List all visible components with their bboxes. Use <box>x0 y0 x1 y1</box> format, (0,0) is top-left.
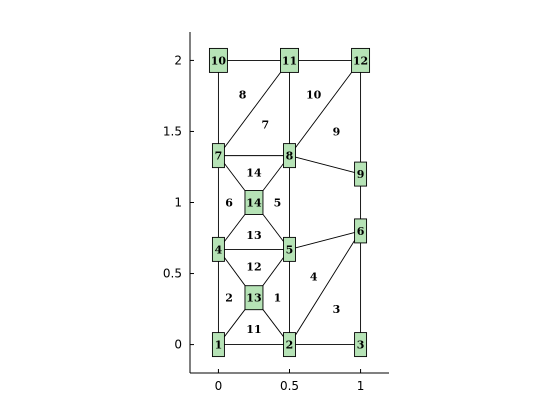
mesh-node-11: 11 <box>280 47 299 73</box>
node-box <box>283 332 296 358</box>
mesh-node-7: 7 <box>211 143 225 169</box>
element-label-12: 12 <box>246 260 261 273</box>
node-label: 10 <box>211 54 227 67</box>
node-label: 4 <box>215 243 223 256</box>
mesh-node-1: 1 <box>211 332 225 358</box>
element-label-3: 3 <box>333 303 341 316</box>
x-tick-label: 0 <box>215 379 223 393</box>
element-label-6: 6 <box>225 197 233 210</box>
mesh-node-2: 2 <box>283 332 296 358</box>
mesh-edges <box>217 59 362 346</box>
element-label-2: 2 <box>225 292 233 305</box>
mesh-node-4: 4 <box>211 236 225 262</box>
node-box <box>208 47 228 73</box>
node-label: 6 <box>357 225 365 238</box>
node-box <box>244 190 264 215</box>
mesh-node-5: 5 <box>283 236 296 262</box>
y-tick-label: 1 <box>174 196 182 210</box>
node-box <box>354 332 368 358</box>
node-box <box>354 161 368 187</box>
node-box <box>211 236 225 262</box>
element-label-8: 8 <box>239 89 247 102</box>
node-label: 3 <box>357 339 365 352</box>
element-label-13: 13 <box>246 229 261 242</box>
element-label-9: 9 <box>333 125 341 138</box>
mesh-node-14: 14 <box>244 190 264 215</box>
mesh-node-6: 6 <box>354 218 368 244</box>
element-label-10: 10 <box>306 89 322 102</box>
node-label: 1 <box>215 339 223 352</box>
node-label: 8 <box>286 150 294 163</box>
node-box <box>244 285 264 311</box>
element-label-1: 1 <box>274 292 282 305</box>
element-label-5: 5 <box>274 197 282 210</box>
node-label: 12 <box>353 54 368 67</box>
element-label-7: 7 <box>262 118 270 131</box>
element-label-4: 4 <box>310 270 318 283</box>
y-axis-ticks: 0 0.5 1 1.5 2 <box>163 53 194 352</box>
mesh-edge-8-12 <box>289 60 361 156</box>
x-tick-label: 0.5 <box>280 379 299 393</box>
node-label: 5 <box>286 243 294 256</box>
node-box <box>211 143 225 169</box>
mesh-node-9: 9 <box>354 161 368 187</box>
node-box <box>354 218 368 244</box>
node-box <box>280 47 299 73</box>
node-label: 7 <box>215 150 223 163</box>
node-box <box>283 143 296 169</box>
mesh-node-12: 12 <box>351 47 371 73</box>
mesh-node-3: 3 <box>354 332 368 358</box>
node-label: 2 <box>286 339 294 352</box>
node-box <box>351 47 371 73</box>
mesh-edge-8-9 <box>289 155 361 175</box>
y-tick-label: 0 <box>174 338 182 352</box>
x-tick-label: 1 <box>357 379 365 393</box>
node-label: 13 <box>246 292 261 305</box>
y-tick-label: 0.5 <box>163 267 182 281</box>
mesh-edge-7-11 <box>218 60 290 156</box>
mesh-node-8: 8 <box>283 143 296 169</box>
mesh-edge-5-6 <box>289 230 361 250</box>
element-label-14: 14 <box>246 167 262 180</box>
mesh-node-13: 13 <box>244 285 264 311</box>
mesh-node-10: 10 <box>208 47 228 73</box>
node-box <box>211 332 225 358</box>
element-label-11: 11 <box>246 323 261 336</box>
node-label: 9 <box>357 168 365 181</box>
node-label: 14 <box>246 197 262 210</box>
node-box <box>283 236 296 262</box>
y-tick-label: 1.5 <box>163 124 182 138</box>
y-tick-label: 2 <box>174 53 182 67</box>
mesh-edge-2-6 <box>289 230 361 345</box>
node-label: 11 <box>282 54 297 67</box>
